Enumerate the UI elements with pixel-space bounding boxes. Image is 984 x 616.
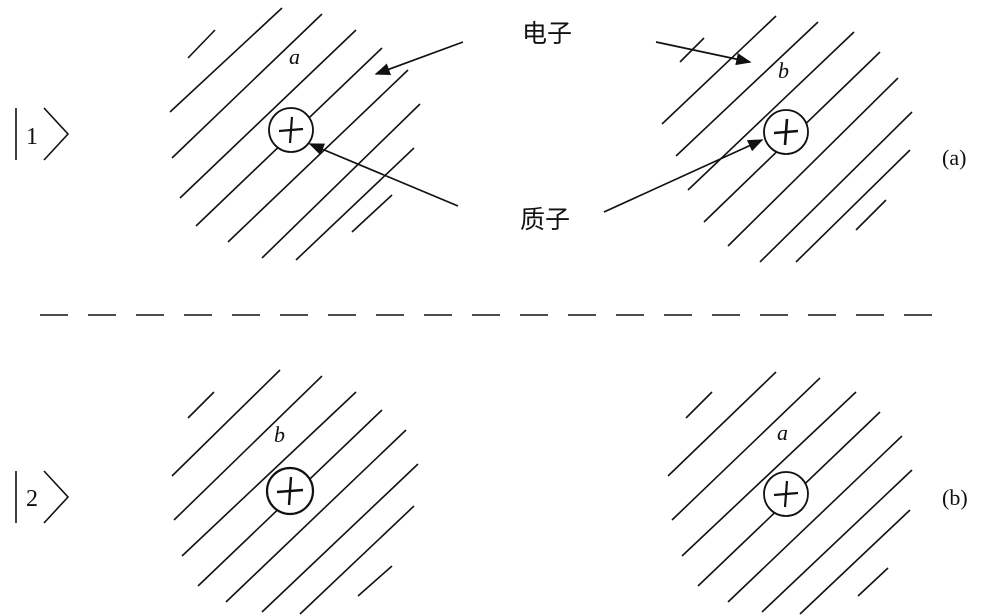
ket-state-1: 1 (15, 107, 70, 161)
electron-cloud-bottom-right (667, 371, 913, 615)
ket-number-2: 2 (26, 486, 38, 512)
panel-label-b: (b) (942, 485, 968, 510)
proton-label: 质子 (520, 205, 570, 234)
ket-number-1: 1 (26, 124, 38, 150)
atom-label-top-right: b (778, 58, 789, 83)
proton-marker-bottom-left (265, 466, 315, 516)
electron-cloud-bottom-left (171, 369, 419, 615)
ket-state-2: 2 (15, 470, 70, 524)
callout-arrows (308, 41, 764, 213)
atom-label-bottom-right: a (777, 420, 788, 445)
ket-icon-bracket (43, 107, 70, 161)
proton-arrow-right (603, 139, 764, 213)
atom-label-bottom-left: b (274, 422, 285, 447)
electron-arrow-right (655, 41, 752, 66)
electron-arrow-left (374, 41, 464, 75)
proton-arrow-left (308, 143, 459, 207)
panel-label-a: (a) (942, 145, 966, 170)
atom-label-top-left: a (289, 44, 300, 69)
proton-marker-top-left (268, 107, 314, 153)
proton-marker-bottom-right (763, 471, 809, 517)
ket-icon-bracket (43, 470, 70, 524)
electron-label: 电子 (522, 19, 572, 48)
proton-marker-top-right (763, 109, 809, 155)
